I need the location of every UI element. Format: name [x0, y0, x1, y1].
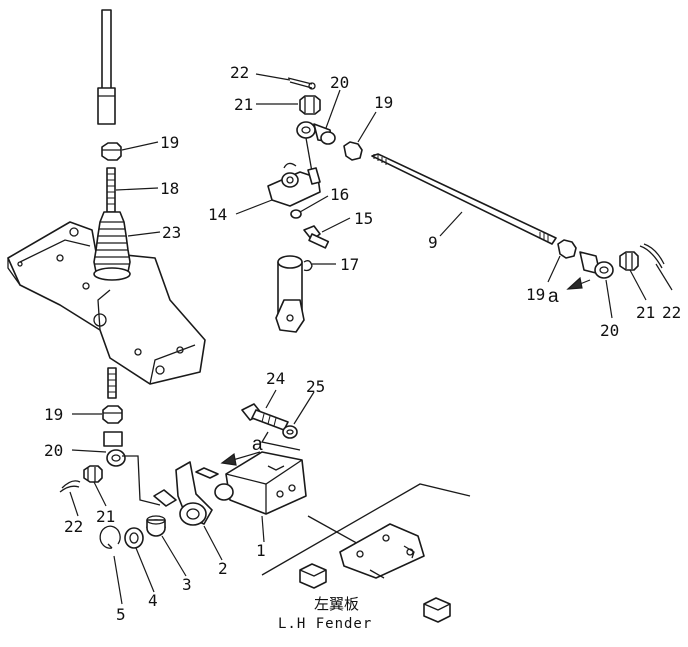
nut-21-lower [83, 465, 103, 483]
callout-17: 17 [340, 255, 359, 274]
callout-21-top: 21 [234, 95, 253, 114]
callout-1: 1 [256, 541, 266, 560]
callout-15: 15 [354, 209, 373, 228]
washer-4 [124, 527, 144, 549]
lever-rod-upper [97, 9, 116, 125]
snap-ring-5 [99, 525, 121, 549]
stud-bolt-18 [106, 167, 116, 213]
washer-16 [290, 209, 302, 219]
callout-4: 4 [148, 591, 158, 610]
washer-25 [282, 425, 298, 439]
callout-19-rod-left: 19 [374, 93, 393, 112]
nut-19-rod-left [343, 141, 363, 161]
nut-21-right [619, 251, 639, 271]
callout-21-lower: 21 [96, 507, 115, 526]
bushing-3 [146, 515, 166, 537]
callout-24: 24 [266, 369, 285, 388]
bracket-plate [7, 221, 206, 385]
lever-bracket-2 [153, 461, 219, 526]
callout-19-rod-right: 19 [526, 285, 545, 304]
rubber-boot-23 [93, 211, 131, 281]
nut-19-upper-left [101, 142, 122, 161]
clip-17 [303, 260, 313, 272]
rod-9 [371, 153, 557, 245]
callout-22-right: 22 [662, 303, 681, 322]
callout-22-lower: 22 [64, 517, 83, 536]
link-line-24 [260, 431, 301, 451]
lever-arm-14 [267, 162, 321, 207]
bolt-24 [241, 403, 289, 431]
callout-25: 25 [306, 377, 325, 396]
bolt-15 [303, 225, 330, 249]
callout-20-lower: 20 [44, 441, 63, 460]
arrow-a-lower [220, 451, 261, 466]
callout-19-lower: 19 [44, 405, 63, 424]
callout-20-top: 20 [330, 73, 349, 92]
nut-19-lower [102, 405, 123, 424]
callout-2: 2 [218, 559, 228, 578]
link-line-lower [122, 455, 161, 506]
support-block-1 [214, 451, 307, 515]
callout-3: 3 [182, 575, 192, 594]
callout-14: 14 [208, 205, 227, 224]
callout-23: 23 [162, 223, 181, 242]
rod-end-20-right [579, 251, 614, 279]
nut-19-rod-right [557, 239, 577, 259]
link-line-top [305, 137, 313, 173]
cotter-pin-22-right [639, 243, 665, 269]
view-marker-a-right: a [548, 286, 559, 307]
shaft-housing-17 [275, 255, 305, 333]
lever-rod-lower [107, 367, 117, 399]
leader-lines [69, 73, 673, 605]
callout-22-top: 22 [230, 63, 249, 82]
rod-end-20-lower [103, 431, 126, 467]
callout-9: 9 [428, 233, 438, 252]
callout-19-left-top: 19 [160, 133, 179, 152]
nut-21-top [299, 95, 321, 115]
fender-slot [403, 545, 415, 559]
callout-16: 16 [330, 185, 349, 204]
callout-18: 18 [160, 179, 179, 198]
arrow-a-right [566, 276, 591, 290]
fender-mount-right [423, 597, 451, 623]
callout-20-right: 20 [600, 321, 619, 340]
rod-end-20-top [296, 121, 336, 145]
fender-mount-left [299, 563, 327, 589]
view-marker-a-lower: a [252, 434, 263, 455]
cotter-pin-22-lower [59, 480, 81, 493]
callout-21-right: 21 [636, 303, 655, 322]
cotter-pin-22-top [287, 77, 316, 90]
fender-label-en: L.H Fender [278, 616, 372, 632]
callout-5: 5 [116, 605, 126, 624]
fender-label-cn: 左翼板 [314, 595, 359, 613]
